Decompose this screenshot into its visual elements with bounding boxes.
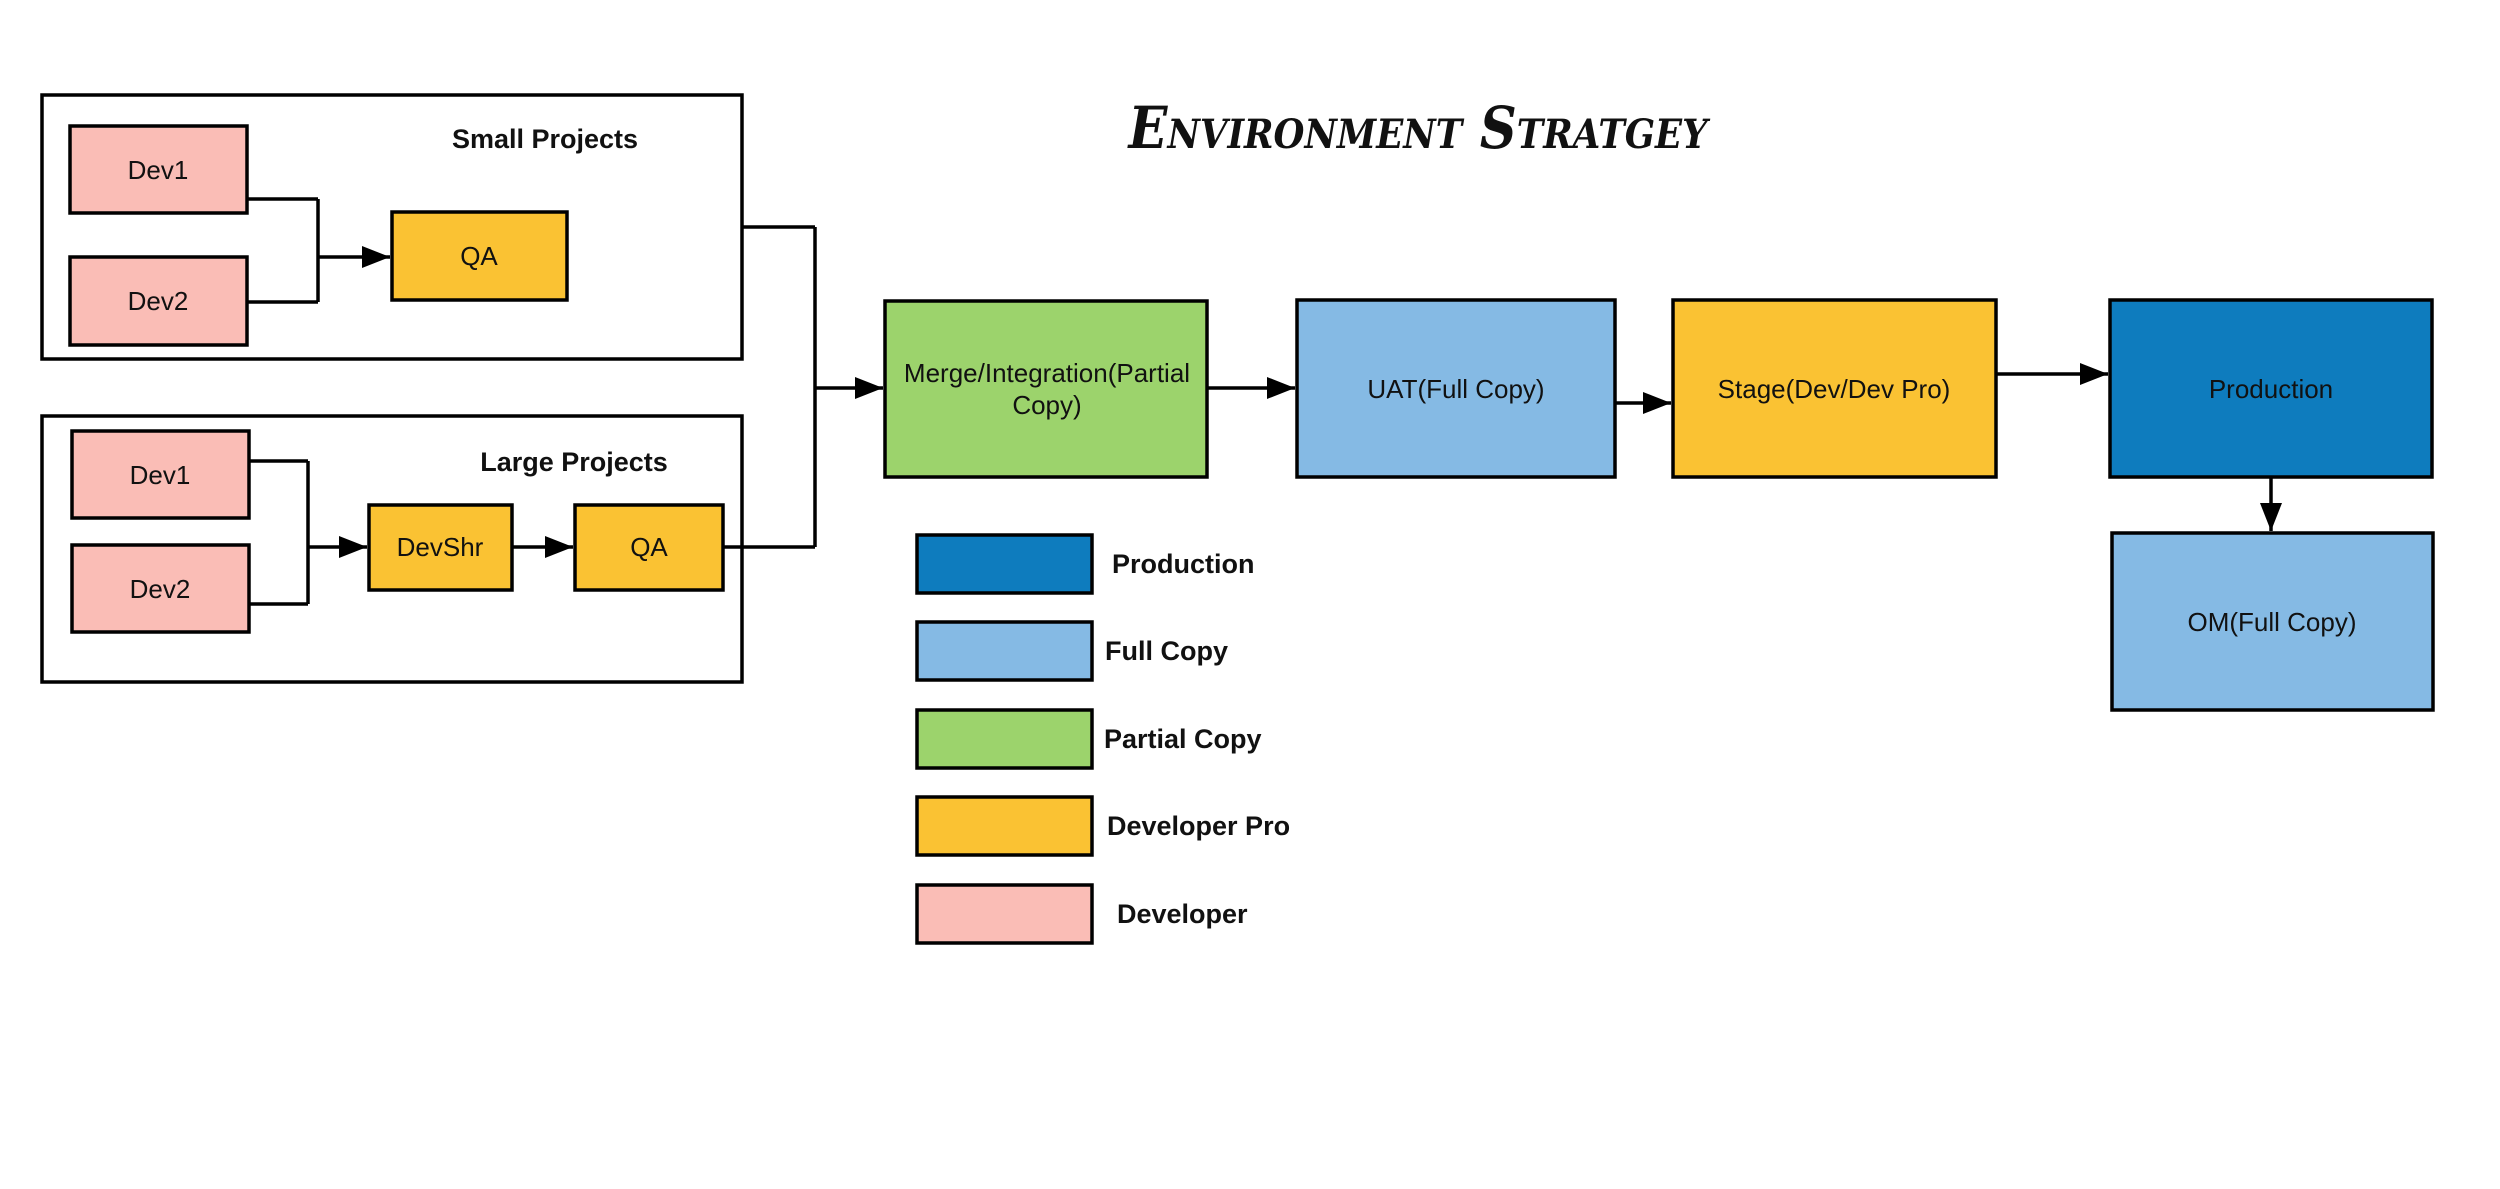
legend-swatch-developer: [915, 883, 1094, 945]
small-dev1-label: Dev1: [128, 155, 189, 185]
merge-integration-label-line1: Merge/Integration(Partial: [904, 358, 1190, 388]
large-qa-node: [573, 503, 725, 592]
large-dev2-label: Dev2: [130, 574, 191, 604]
legend-label-partial-copy: Partial Copy: [1104, 724, 1262, 754]
stage-node: [1671, 298, 1998, 479]
page-title: Environment Stratgey: [1127, 94, 1711, 162]
large-qa-label: QA: [630, 532, 668, 562]
legend: Production Full Copy Partial Copy Develo…: [915, 533, 1290, 945]
small-dev2-node: [68, 255, 249, 347]
large-dev1-node: [70, 429, 251, 520]
legend-label-developer-pro: Developer Pro: [1107, 811, 1290, 841]
uat-label: UAT(Full Copy): [1367, 374, 1544, 404]
merge-integration-label-line2: Copy): [1012, 390, 1081, 420]
merge-integration-node: [883, 299, 1209, 479]
large-dev1-label: Dev1: [130, 460, 191, 490]
legend-label-developer: Developer: [1117, 899, 1248, 929]
large-dev2-node: [70, 543, 251, 634]
legend-label-full-copy: Full Copy: [1105, 636, 1228, 666]
om-label: OM(Full Copy): [2187, 607, 2356, 637]
stage-label: Stage(Dev/Dev Pro): [1718, 374, 1951, 404]
uat-node: [1295, 298, 1617, 479]
legend-swatch-developer-pro: [915, 795, 1094, 857]
legend-swatch-full-copy: [915, 620, 1094, 682]
production-node: [2108, 298, 2434, 479]
large-projects-title: Large Projects: [480, 447, 668, 477]
title-group: Environment Stratgey: [1127, 94, 1711, 162]
legend-label-production: Production: [1112, 549, 1255, 579]
legend-swatch-partial-copy: [915, 708, 1094, 770]
om-node: [2110, 531, 2435, 712]
large-devshr-node: [367, 503, 514, 592]
legend-swatch-production: [915, 533, 1094, 595]
large-devshr-label: DevShr: [397, 532, 484, 562]
small-projects-title: Small Projects: [452, 124, 638, 154]
small-qa-label: QA: [460, 241, 498, 271]
small-dev1-node: [68, 124, 249, 215]
production-label: Production: [2209, 374, 2333, 404]
small-qa-node: [390, 210, 569, 302]
small-dev2-label: Dev2: [128, 286, 189, 316]
